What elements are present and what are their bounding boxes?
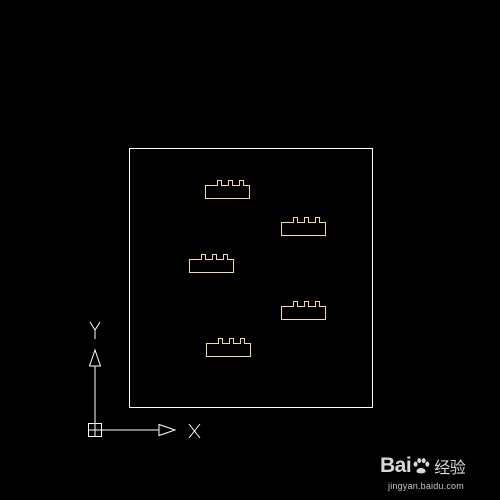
block-2[interactable]	[281, 217, 326, 236]
ucs-y-label	[89, 321, 101, 339]
ucs-y-axis-arrow	[88, 348, 102, 367]
ucs-x-label	[188, 423, 201, 439]
ucs-x-axis-arrow	[158, 423, 177, 437]
paw-icon	[413, 458, 430, 474]
ucs-icon	[88, 348, 177, 437]
watermark-brand: Bai	[380, 454, 412, 477]
watermark-logo: Bai 经验	[380, 452, 466, 480]
baidu-jingyan-watermark: Bai 经验 jingyan.baidu.com	[380, 452, 495, 496]
watermark-url: jingyan.baidu.com	[388, 481, 464, 491]
watermark-brand-suffix: 经验	[434, 458, 466, 477]
block-4[interactable]	[281, 301, 326, 320]
block-3[interactable]	[189, 254, 234, 273]
block-5[interactable]	[206, 338, 251, 357]
block-group	[189, 180, 326, 357]
boundary-rectangle[interactable]	[129, 148, 373, 408]
block-1[interactable]	[205, 180, 250, 199]
